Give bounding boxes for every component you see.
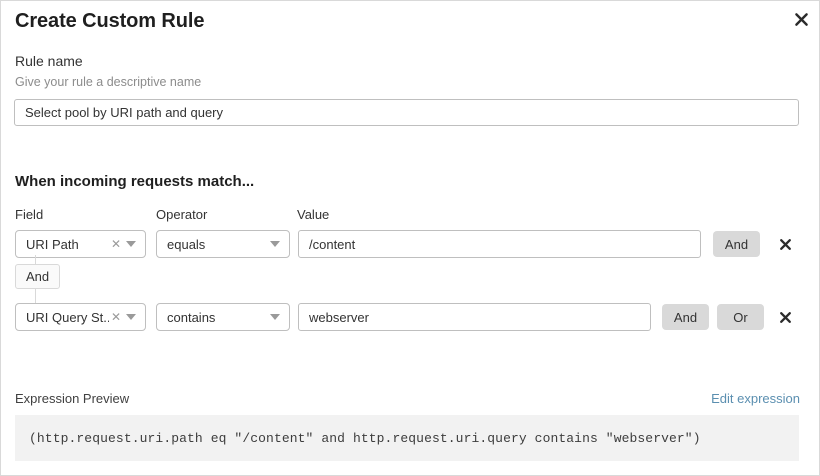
column-header-operator: Operator <box>156 207 208 222</box>
delete-condition-button-1[interactable] <box>773 304 797 330</box>
rule-name-input[interactable] <box>14 99 799 126</box>
chevron-down-icon <box>270 241 280 247</box>
clear-icon[interactable]: ✕ <box>110 237 121 251</box>
value-input-1[interactable] <box>298 303 651 331</box>
operator-select-0[interactable]: equals <box>156 230 290 258</box>
operator-select-1[interactable]: contains <box>156 303 290 331</box>
condition-row: URI Path ✕ equals And <box>1 230 820 258</box>
operator-select-value-1: contains <box>167 309 216 325</box>
connector-and-chip[interactable]: And <box>15 264 61 289</box>
column-header-value: Value <box>297 207 330 222</box>
condition-connector: And <box>1 255 201 305</box>
field-select-value-1: URI Query St... <box>26 309 109 325</box>
match-section-heading: When incoming requests match... <box>15 173 255 190</box>
expression-preview-box: (http.request.uri.path eq "/content" and… <box>15 415 799 461</box>
chevron-down-icon <box>126 241 136 247</box>
edit-expression-link[interactable]: Edit expression <box>711 391 800 406</box>
logic-and-button-0[interactable]: And <box>713 231 760 257</box>
close-icon[interactable] <box>790 8 812 30</box>
rule-name-label: Rule name <box>15 53 83 69</box>
logic-and-button-1[interactable]: And <box>662 304 709 330</box>
expression-preview-label: Expression Preview <box>15 391 130 406</box>
dialog-header: Create Custom Rule <box>1 1 820 45</box>
delete-condition-button-0[interactable] <box>773 231 797 257</box>
field-select-value-0: URI Path <box>26 236 79 252</box>
field-select-1[interactable]: URI Query St... ✕ <box>15 303 146 331</box>
rule-name-hint: Give your rule a descriptive name <box>15 75 202 89</box>
condition-row: URI Query St... ✕ contains And Or <box>1 303 820 331</box>
connector-line-top <box>35 255 36 264</box>
chevron-down-icon <box>270 314 280 320</box>
connector-line-bottom <box>35 289 36 303</box>
value-input-0[interactable] <box>298 230 701 258</box>
chevron-down-icon <box>126 314 136 320</box>
logic-or-button-1[interactable]: Or <box>717 304 764 330</box>
operator-select-value-0: equals <box>167 236 206 252</box>
field-select-0[interactable]: URI Path ✕ <box>15 230 146 258</box>
clear-icon[interactable]: ✕ <box>110 310 121 324</box>
expression-preview-text: (http.request.uri.path eq "/content" and… <box>29 430 701 446</box>
dialog-title: Create Custom Rule <box>15 10 205 32</box>
column-header-field: Field <box>15 207 44 222</box>
